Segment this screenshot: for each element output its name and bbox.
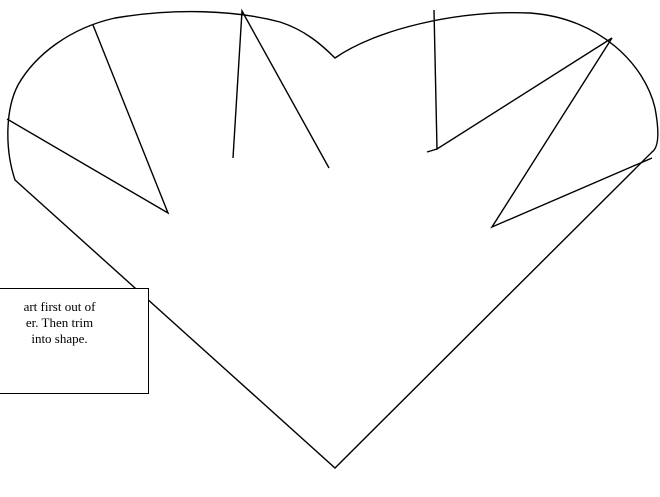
cut-line-left: [7, 25, 168, 213]
cut-line-tick: [427, 149, 437, 152]
heart-outline: [8, 12, 658, 468]
cut-line-center-left: [233, 11, 329, 168]
cut-line-right: [492, 38, 652, 227]
instruction-text: art first out of er. Then trim into shap…: [0, 289, 148, 347]
instruction-callout: art first out of er. Then trim into shap…: [0, 288, 149, 394]
